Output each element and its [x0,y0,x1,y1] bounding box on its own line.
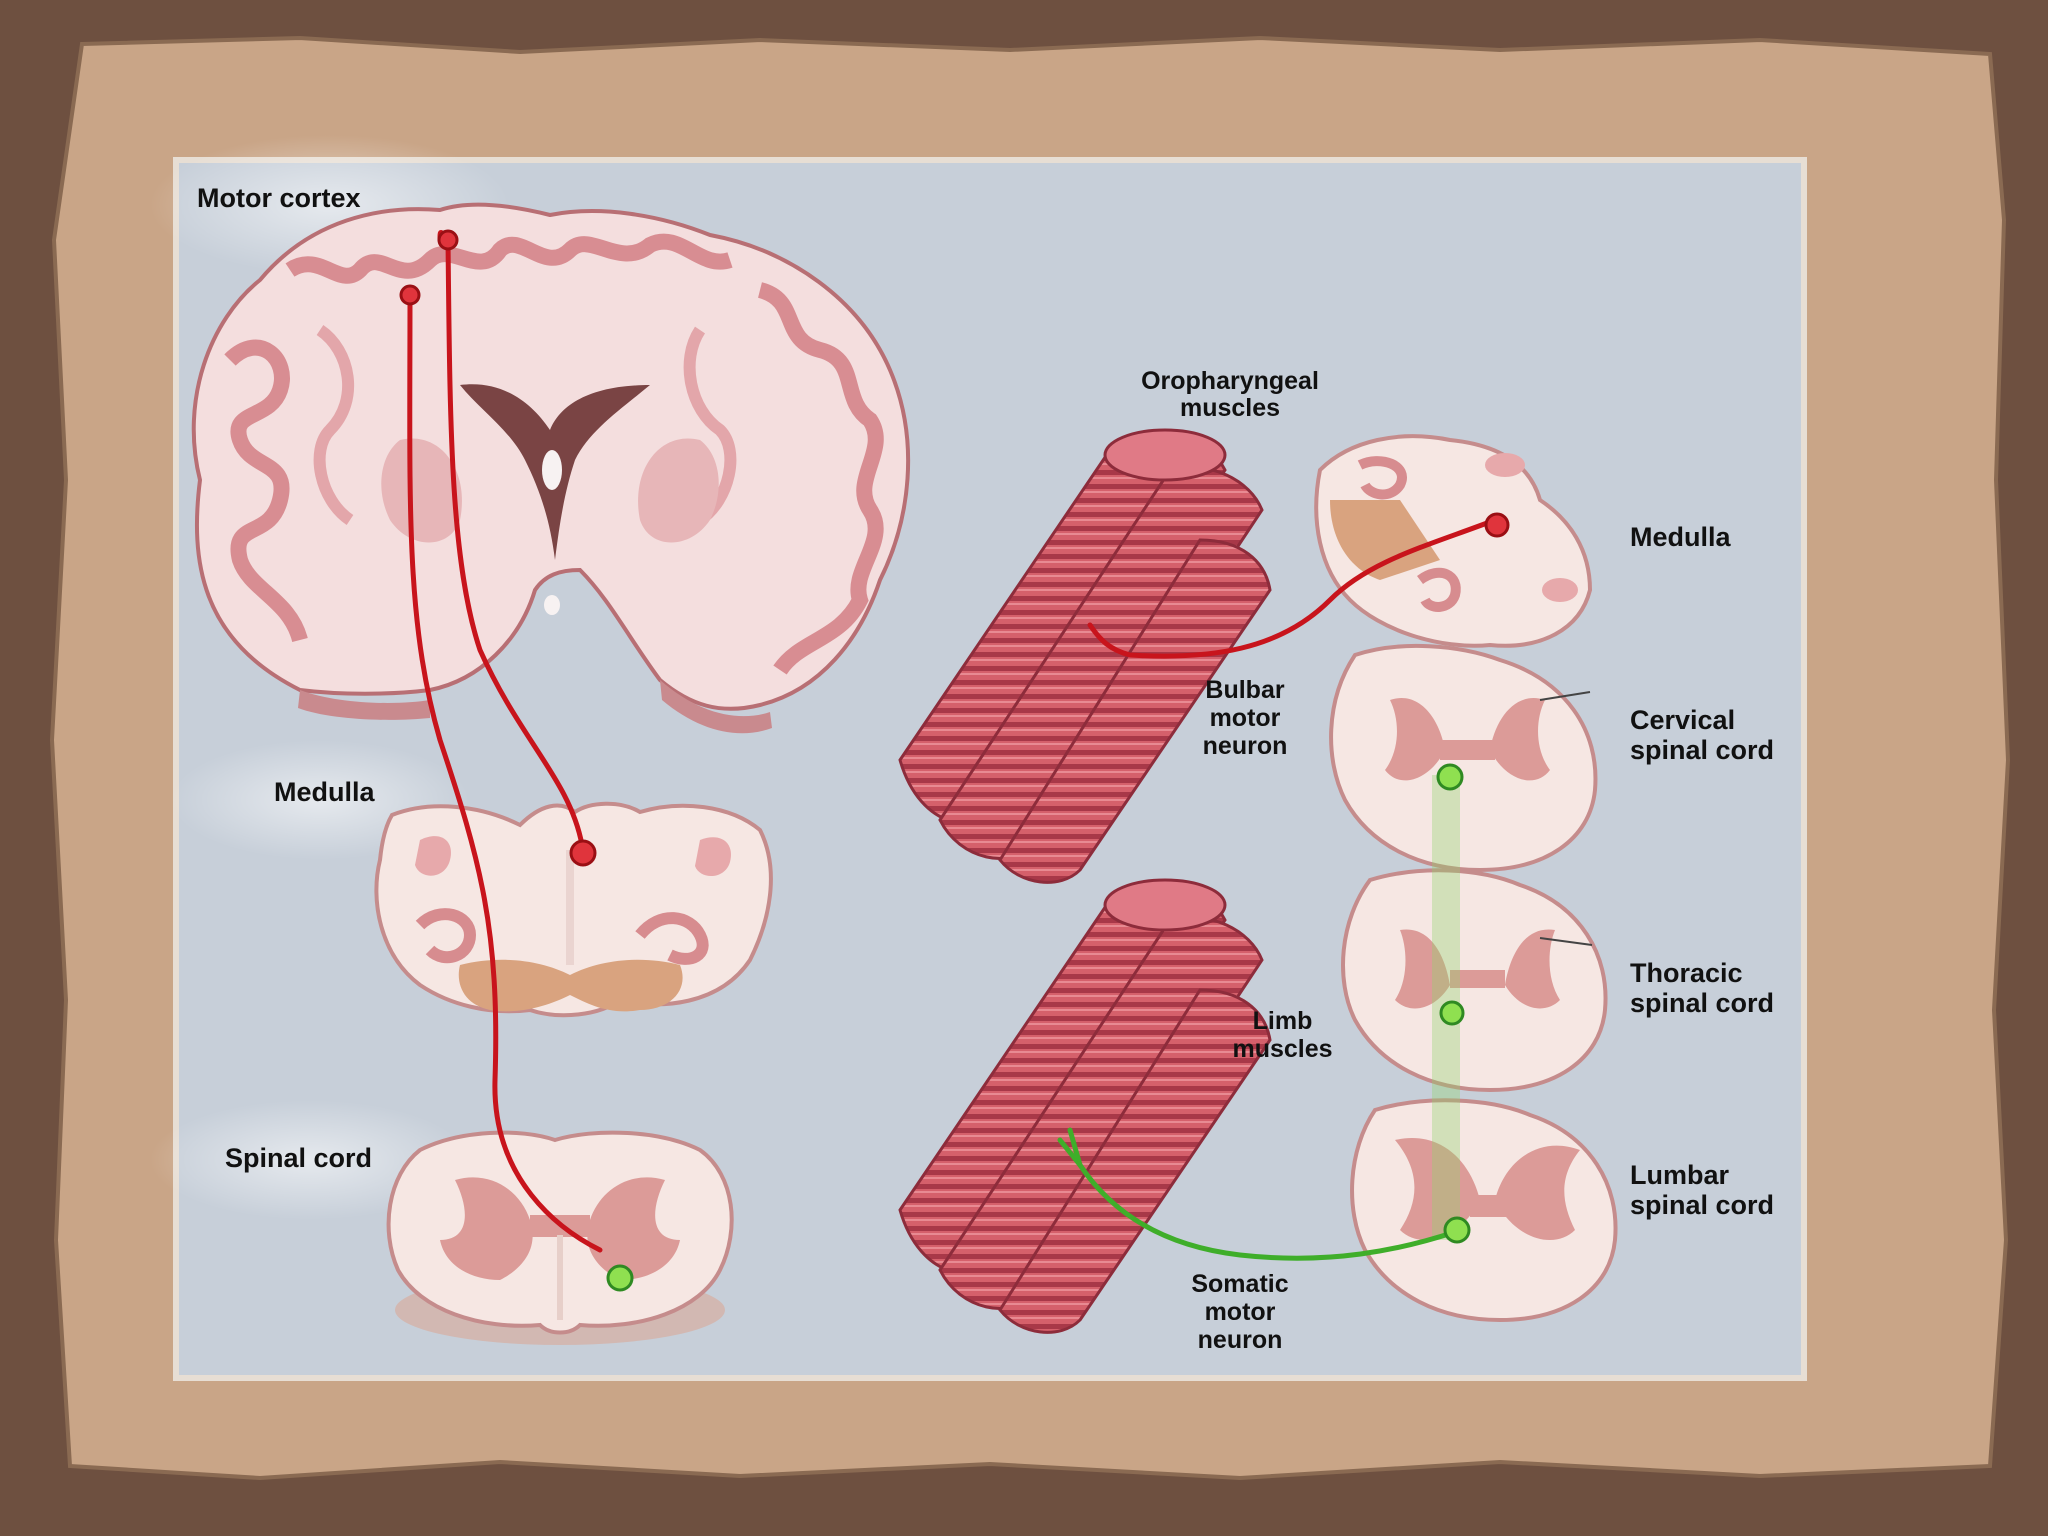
upper-motor-neuron-cell-bodies [399,229,1510,867]
thoracic-spinal-cord-label: Thoracic spinal cord [1630,958,1775,1018]
spinal-cord-label: Spinal cord [225,1143,373,1173]
thoracic-spinal-segment [1341,868,1608,1093]
spinal-cord-section-left [386,1130,734,1345]
bulbar-motor-neuron-label: Bulbar motor neuron [1202,676,1288,760]
oropharyngeal-muscle-bundle [898,428,1272,884]
lumbar-spinal-segment [1350,1098,1618,1323]
lower-motor-neuron-cell-bodies [606,763,1471,1292]
medulla-left-label: Medulla [274,777,375,807]
limb-muscles-label: Limb muscles [1232,1007,1333,1063]
medulla-section-left [374,801,773,1018]
oropharyngeal-muscles-label: Oropharyngeal muscles [1141,367,1319,422]
brain-coronal-section [191,202,911,734]
lumbar-spinal-cord-label: Lumbar spinal cord [1630,1160,1775,1220]
somatic-motor-neuron-label: Somatic motor neuron [1191,1270,1289,1354]
cervical-spinal-segment [1329,643,1598,873]
medulla-section-right [1314,434,1593,648]
lower-motor-neuron-pathway [1057,1127,1458,1261]
medulla-right-label: Medulla [1630,522,1731,552]
motor-cortex-label: Motor cortex [197,183,361,213]
cervical-spinal-cord-label: Cervical spinal cord [1630,705,1775,765]
limb-muscle-bundle [898,878,1272,1334]
